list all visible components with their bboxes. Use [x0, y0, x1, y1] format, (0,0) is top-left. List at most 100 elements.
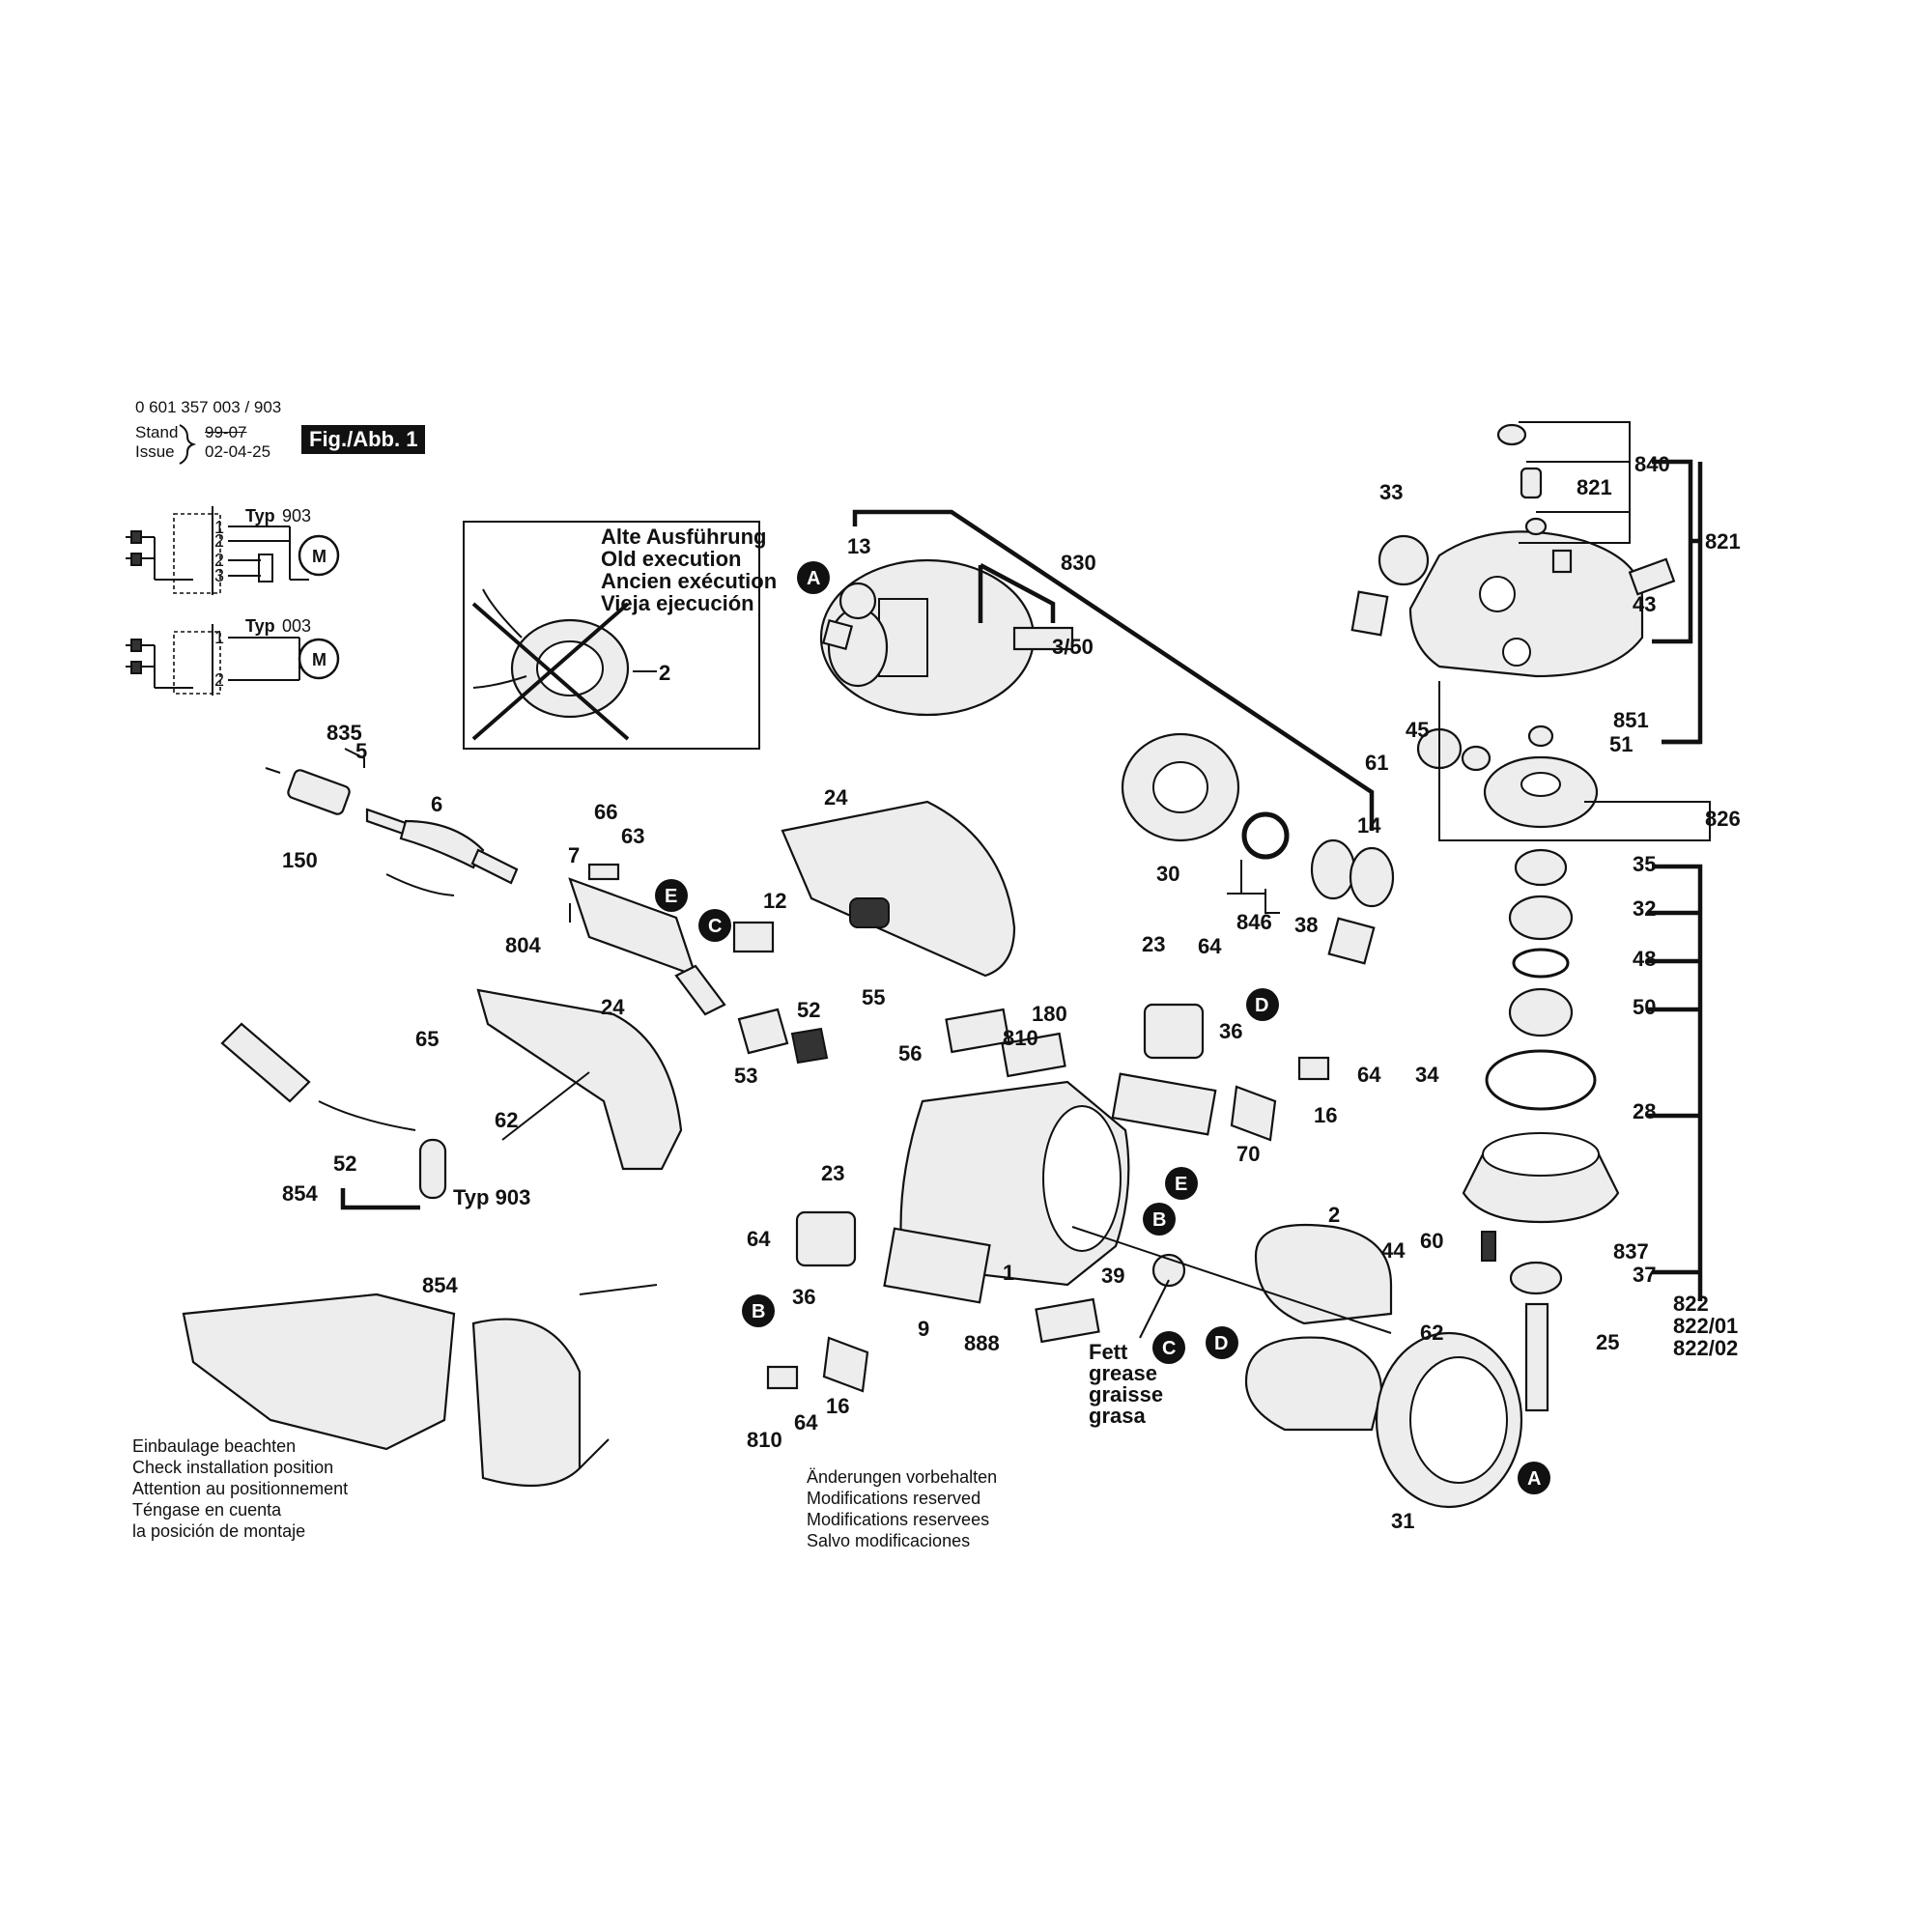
- spring-55-illustration: [849, 897, 890, 928]
- circle-marker-D-top: D: [1246, 988, 1279, 1021]
- svg-text:A: A: [807, 568, 820, 589]
- part-label: 835: [327, 721, 362, 745]
- washer-37-illustration: [1509, 1261, 1563, 1295]
- grease-note-line-3: graisse: [1089, 1382, 1163, 1406]
- label-56-illustration: [945, 1008, 1010, 1054]
- part-label: 64: [1198, 934, 1222, 958]
- part-label: 30: [1156, 862, 1179, 886]
- terminal-003-2: 2: [214, 670, 224, 690]
- part-label: 821: [1705, 529, 1741, 554]
- part-label: 62: [1420, 1321, 1443, 1345]
- part-label: 14: [1357, 813, 1381, 838]
- range-label-822-01: 822/01: [1673, 1314, 1738, 1338]
- part-label: 35: [1633, 852, 1656, 876]
- circle-marker-E-top: E: [655, 879, 688, 912]
- part-label: 150: [282, 848, 318, 872]
- power-cord-illustration: [265, 767, 519, 896]
- lock-spring-illustration: [1350, 590, 1389, 637]
- svg-text:E: E: [665, 886, 677, 907]
- install-position-note: Einbaulage beachten Check installation p…: [132, 1435, 348, 1542]
- brace-symbol: [179, 424, 197, 465]
- stand-label: Stand: [135, 423, 179, 441]
- circle-marker-A-bottom: A: [1518, 1462, 1550, 1494]
- terminal-903-4: 3: [214, 566, 224, 585]
- part-label: 854: [282, 1181, 318, 1206]
- install-note-line: Check installation position: [132, 1458, 334, 1477]
- old-execution-line-1: Alte Ausführung: [601, 525, 767, 549]
- part-label: 39: [1101, 1264, 1124, 1288]
- terminal-903-1: 1: [214, 518, 224, 537]
- part-label: 52: [333, 1151, 356, 1176]
- bearing-35-illustration: [1514, 848, 1568, 887]
- modifications-note: Änderungen vorbehalten Modifications res…: [807, 1466, 997, 1551]
- modifications-note-line: Änderungen vorbehalten: [807, 1467, 998, 1487]
- part-label: 28: [1633, 1099, 1656, 1123]
- brush-cap-23-bottom-illustration: [795, 1210, 857, 1267]
- part-label: 56: [898, 1041, 922, 1065]
- svg-text:D: D: [1255, 995, 1268, 1016]
- part-label: 16: [826, 1394, 849, 1418]
- circle-marker-C-top: C: [698, 909, 731, 942]
- grease-note-line-4: grasa: [1089, 1404, 1146, 1428]
- part-label: 810: [1003, 1026, 1038, 1050]
- part-label: 65: [415, 1027, 439, 1051]
- spindle-lock-ring-illustration: [1524, 517, 1548, 536]
- part-label: 13: [847, 534, 870, 558]
- part-label: 31: [1391, 1509, 1414, 1533]
- carbon-brush-810-bottom-illustration: [766, 1365, 799, 1390]
- part-label: 64: [794, 1410, 818, 1435]
- typ903-cable-illustration: [220, 1022, 447, 1200]
- spindle-lock-cap-illustration: [1496, 423, 1527, 446]
- bearing-cap-13-illustration: [821, 618, 854, 651]
- circle-marker-E-right: E: [1165, 1167, 1198, 1200]
- part-label: 63: [621, 824, 644, 848]
- part-label: 23: [821, 1161, 844, 1185]
- spindle-illustration: [1524, 1302, 1549, 1412]
- motor-symbol-903: M: [312, 547, 327, 566]
- old-execution-line-2: Old execution: [601, 547, 741, 571]
- switch-illustration: [568, 863, 829, 1065]
- bearing-33-illustration: [1378, 534, 1430, 586]
- issue-value: 02-04-25: [205, 442, 271, 461]
- brush-cap-23-top-illustration: [1143, 1003, 1205, 1060]
- brush-holder-16-bottom-illustration: [822, 1336, 869, 1393]
- install-note-line: Einbaulage beachten: [132, 1436, 297, 1456]
- part-label: 24: [601, 995, 625, 1019]
- motor-housing-illustration: [899, 1080, 1130, 1287]
- spindle-lock-pin-illustration: [1551, 549, 1573, 574]
- bearing-13-illustration: [838, 582, 877, 620]
- typ-903-cord-label: Typ 903: [453, 1185, 530, 1209]
- bearing-cap-illustration: [1327, 917, 1376, 965]
- terminal-903-3: 2: [214, 551, 224, 570]
- circle-marker-B-left: B: [742, 1294, 775, 1327]
- install-position-sketch: [182, 1284, 658, 1488]
- install-note-line: Téngase en cuenta: [132, 1500, 282, 1520]
- svg-text:D: D: [1214, 1333, 1228, 1354]
- old-field-coil-illustration: [471, 588, 630, 741]
- label-9-illustration: [883, 1227, 991, 1304]
- svg-text:B: B: [1152, 1209, 1166, 1231]
- typ-903-label: Typ: [245, 506, 275, 526]
- typ-903-value: 903: [282, 506, 311, 526]
- modifications-note-line: Modifications reservees: [807, 1510, 990, 1529]
- part-label: 851: [1613, 708, 1649, 732]
- part-label: 5: [355, 739, 367, 763]
- motor-icon: [298, 638, 340, 680]
- circle-marker-B-right: B: [1143, 1203, 1176, 1236]
- part-label: 34: [1415, 1063, 1439, 1087]
- range-label-822: 822: [1673, 1292, 1709, 1316]
- part-label: 60: [1420, 1229, 1443, 1253]
- bearing-14-illustration: [1349, 846, 1395, 908]
- part-label: 840: [1634, 452, 1670, 476]
- part-label: 64: [1357, 1063, 1381, 1087]
- range-label-3-50: 3/50: [1052, 635, 1094, 659]
- part-label: 44: [1381, 1238, 1406, 1263]
- part-label: 1: [1003, 1261, 1014, 1285]
- part-label: 25: [1596, 1330, 1619, 1354]
- needle-sleeve-illustration: [1527, 724, 1554, 748]
- old-execution-part-label: 2: [659, 661, 670, 685]
- ring-48-illustration: [1512, 948, 1570, 979]
- part-label: 2: [1328, 1203, 1340, 1227]
- part-label: 32: [1633, 896, 1656, 921]
